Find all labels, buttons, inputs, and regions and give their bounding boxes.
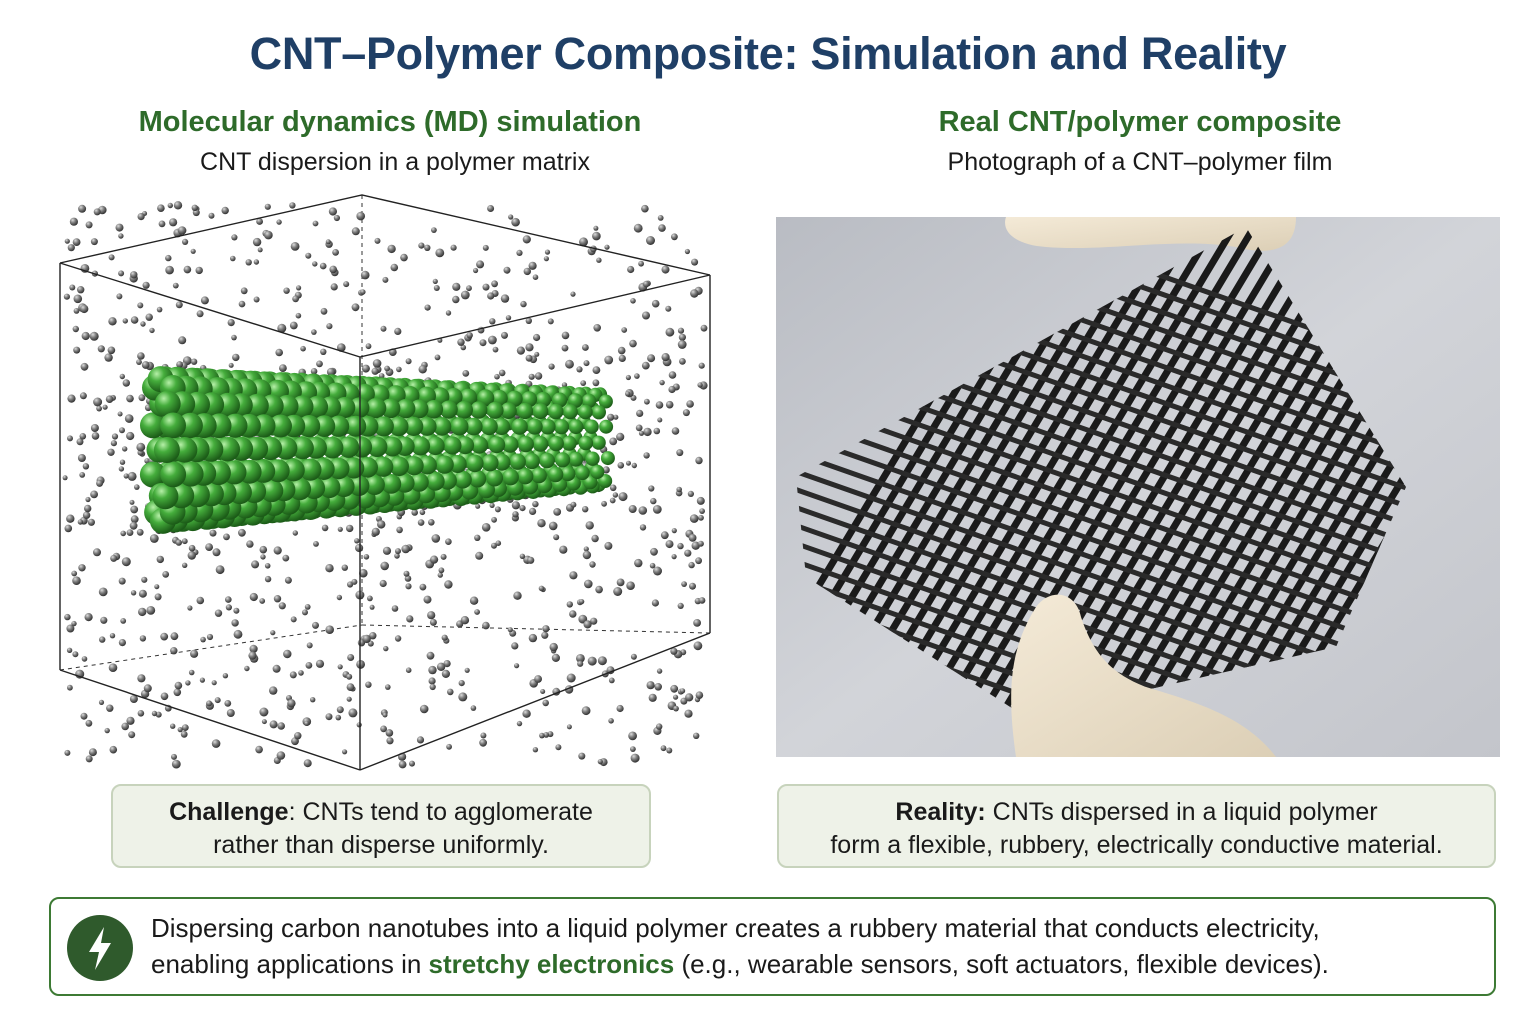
challenge-note: Challenge: CNTs tend to agglomerate rath… (111, 784, 651, 868)
summary-line2-end: (e.g., wearable sensors, soft actuators,… (674, 949, 1329, 979)
reality-text-line2: form a flexible, rubbery, electrically c… (830, 831, 1443, 859)
md-simulation-illustration (59, 194, 711, 771)
cnt-film-photograph (776, 217, 1500, 757)
summary-line1: Dispersing carbon nanotubes into a liqui… (151, 913, 1320, 943)
summary-line2-start: enabling applications in (151, 949, 429, 979)
lightning-bolt-icon (67, 915, 133, 981)
simulation-box-back-edges (59, 195, 711, 671)
glove-bottom-icon (1011, 594, 1276, 757)
summary-line2: enabling applications in stretchy electr… (151, 949, 1329, 980)
real-section-heading: Real CNT/polymer composite (938, 106, 1342, 138)
carbon-nanotube (139, 366, 615, 534)
challenge-text-line2: rather than disperse uniformly. (213, 831, 549, 859)
summary-highlight: stretchy electronics (428, 949, 675, 979)
reality-note: Reality: CNTs dispersed in a liquid poly… (777, 784, 1496, 868)
simulation-box-front-edges (59, 194, 711, 771)
md-section-heading: Molecular dynamics (MD) simulation (138, 106, 642, 138)
reality-text-line1: CNTs dispersed in a liquid polymer (985, 798, 1378, 826)
md-section-subheading: CNT dispersion in a polymer matrix (200, 148, 590, 176)
summary-panel: Dispersing carbon nanotubes into a liqui… (49, 897, 1496, 996)
challenge-label: Challenge (169, 798, 289, 826)
challenge-text-line1: : CNTs tend to agglomerate (288, 798, 593, 826)
reality-label: Reality: (895, 798, 986, 826)
real-section-subheading: Photograph of a CNT–polymer film (947, 148, 1333, 176)
page-title: CNT–Polymer Composite: Simulation and Re… (249, 28, 1287, 79)
